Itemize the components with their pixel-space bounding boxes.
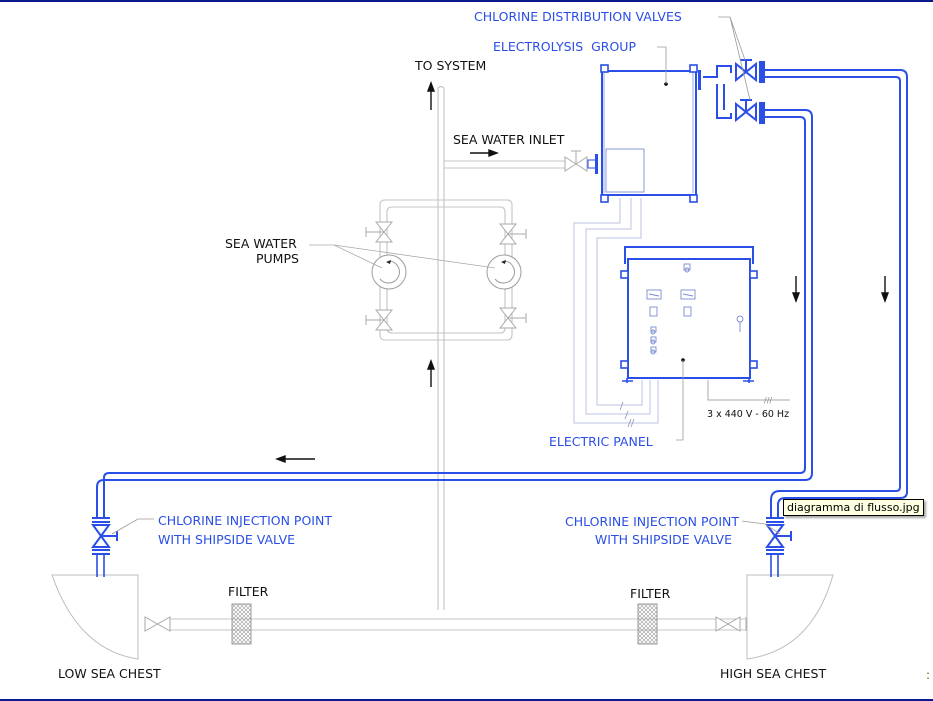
label-sea-water-pumps-1: SEA WATER bbox=[225, 236, 297, 251]
sea-water-pump-left bbox=[371, 254, 407, 290]
cable-marks bbox=[619, 401, 635, 428]
filename-tooltip: diagramma di flusso.jpg bbox=[783, 499, 924, 516]
label-injection-left-2: WITH SHIPSIDE VALVE bbox=[158, 532, 295, 547]
chlorine-piping bbox=[96, 65, 908, 577]
label-chlorine-distribution-valves: CHLORINE DISTRIBUTION VALVES bbox=[474, 9, 682, 24]
label-electrolysis-group: ELECTROLYSIS GROUP bbox=[493, 39, 636, 54]
low-sea-chest bbox=[51, 574, 139, 660]
filter-right bbox=[637, 603, 658, 645]
inlet-flange bbox=[595, 154, 598, 174]
power-supply-line bbox=[707, 380, 790, 401]
label-power-supply: 3 x 440 V - 60 Hz bbox=[707, 409, 789, 420]
injection-valve-right bbox=[765, 517, 792, 555]
chlorine-distribution-valve-bottom bbox=[735, 99, 765, 124]
panel-indicators bbox=[646, 263, 744, 355]
top-border bbox=[0, 0, 933, 2]
sea-water-inlet-valve bbox=[564, 150, 597, 172]
label-injection-right-1: CHLORINE INJECTION POINT bbox=[565, 514, 739, 529]
label-injection-left-1: CHLORINE INJECTION POINT bbox=[158, 513, 332, 528]
label-to-system: TO SYSTEM bbox=[414, 58, 486, 73]
valve-right-bottom bbox=[498, 307, 527, 329]
arrow-pump-inlet bbox=[426, 359, 436, 387]
pumps-leader bbox=[309, 244, 496, 269]
low-sea-chest-valve bbox=[137, 616, 171, 632]
flow-arrows bbox=[275, 81, 890, 464]
electric-panel bbox=[620, 246, 758, 383]
sea-water-pump-right bbox=[486, 254, 522, 290]
edge-mark: : bbox=[926, 668, 931, 682]
chlorine-distribution-valve-top bbox=[735, 59, 765, 83]
injection-valve-left bbox=[91, 517, 118, 555]
label-low-sea-chest: LOW SEA CHEST bbox=[58, 666, 161, 681]
valve-left-top bbox=[365, 221, 394, 243]
electrolysis-group bbox=[600, 64, 701, 203]
arrow-sea-water-inlet bbox=[470, 148, 499, 158]
label-electric-panel: ELECTRIC PANEL bbox=[549, 434, 653, 449]
control-cables bbox=[573, 198, 659, 424]
bottom-border bbox=[0, 699, 933, 701]
leader-lines bbox=[111, 16, 781, 535]
label-sea-water-inlet: SEA WATER INLET bbox=[453, 132, 565, 147]
arrow-to-left-injection bbox=[275, 454, 315, 464]
pump-isolation-valves bbox=[365, 221, 527, 331]
valve-right-top bbox=[498, 223, 527, 245]
arrow-down-right bbox=[880, 276, 890, 303]
power-phase-marks: /// bbox=[764, 396, 772, 405]
label-high-sea-chest: HIGH SEA CHEST bbox=[720, 666, 826, 681]
high-sea-chest-valve bbox=[715, 616, 747, 632]
high-sea-chest bbox=[746, 574, 834, 660]
label-injection-right-2: WITH SHIPSIDE VALVE bbox=[595, 532, 732, 547]
label-filter-right: FILTER bbox=[630, 586, 671, 601]
label-sea-water-pumps-2: PUMPS bbox=[256, 251, 299, 266]
filter-left bbox=[231, 603, 252, 645]
arrow-to-system bbox=[426, 81, 436, 110]
label-filter-left: FILTER bbox=[228, 584, 269, 599]
valve-left-bottom bbox=[365, 309, 394, 331]
arrow-down-middle bbox=[791, 276, 801, 303]
